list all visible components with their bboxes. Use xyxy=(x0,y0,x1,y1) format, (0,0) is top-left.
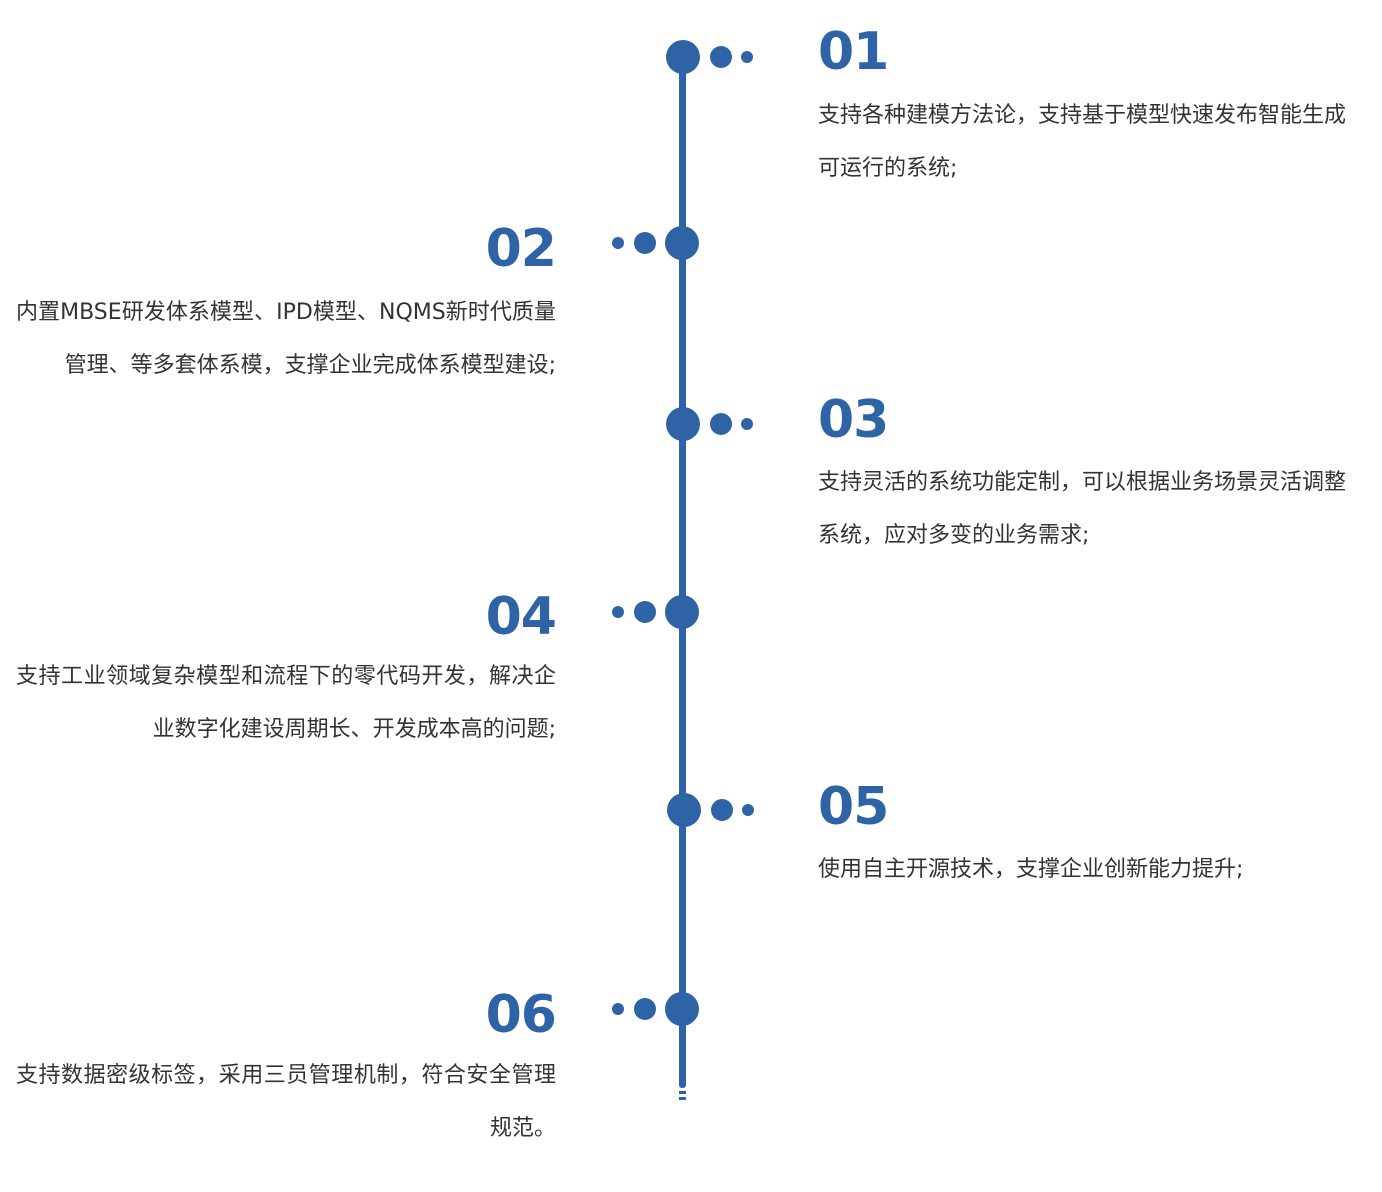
feature-item-06: 06 支持数据密级标签，采用三员管理机制，符合安全管理规范。 xyxy=(16,985,557,1155)
timeline-node-dot-large xyxy=(665,595,699,629)
timeline-node-dot-small xyxy=(612,1003,624,1015)
feature-item-04: 04 支持工业领域复杂模型和流程下的零代码开发，解决企业数字化建设周期长、开发成… xyxy=(16,587,557,756)
feature-number: 06 xyxy=(485,985,557,1045)
timeline-tail-dash xyxy=(679,1091,686,1094)
timeline-node-dot-large xyxy=(666,40,700,74)
feature-description: 支持数据密级标签，采用三员管理机制，符合安全管理规范。 xyxy=(16,1063,556,1141)
timeline-node-dot-large xyxy=(665,226,699,260)
timeline-node-dot-medium xyxy=(710,46,732,68)
timeline-node-dot-large xyxy=(665,992,699,1026)
feature-number: 03 xyxy=(818,390,889,450)
feature-item-01: 01 支持各种建模方法论，支持基于模型快速发布智能生成可运行的系统; xyxy=(818,22,1358,195)
feature-number: 01 xyxy=(818,22,889,82)
feature-description: 内置MBSE研发体系模型、IPD模型、NQMS新时代质量管理、等多套体系模，支撑… xyxy=(16,300,556,378)
timeline-node-dot-medium xyxy=(634,601,656,623)
feature-description: 支持灵活的系统功能定制，可以根据业务场景灵活调整系统，应对多变的业务需求; xyxy=(818,470,1347,548)
feature-item-05: 05 使用自主开源技术，支撑企业创新能力提升; xyxy=(818,777,1358,896)
timeline-node-dot-medium xyxy=(711,799,733,821)
feature-description: 支持工业领域复杂模型和流程下的零代码开发，解决企业数字化建设周期长、开发成本高的… xyxy=(16,664,556,742)
timeline-node-dot-small xyxy=(612,606,624,618)
feature-description: 支持各种建模方法论，支持基于模型快速发布智能生成可运行的系统; xyxy=(818,103,1347,181)
timeline-line xyxy=(679,56,686,1088)
feature-item-03: 03 支持灵活的系统功能定制，可以根据业务场景灵活调整系统，应对多变的业务需求; xyxy=(818,390,1358,562)
feature-number: 04 xyxy=(485,587,557,647)
timeline-node-dot-small xyxy=(741,418,753,430)
timeline-node-dot-small xyxy=(612,237,624,249)
timeline-node-dot-large xyxy=(666,407,700,441)
feature-description: 使用自主开源技术，支撑企业创新能力提升; xyxy=(818,857,1244,882)
timeline-node-dot-medium xyxy=(710,413,732,435)
timeline-node-dot-small xyxy=(741,51,753,63)
feature-number: 02 xyxy=(485,219,557,279)
timeline-node-dot-large xyxy=(667,793,701,827)
timeline-node-dot-medium xyxy=(634,998,656,1020)
timeline-node-dot-medium xyxy=(634,232,656,254)
feature-number: 05 xyxy=(818,777,889,837)
feature-item-02: 02 内置MBSE研发体系模型、IPD模型、NQMS新时代质量管理、等多套体系模… xyxy=(16,219,557,392)
timeline-tail-dash xyxy=(679,1097,686,1100)
timeline-node-dot-small xyxy=(742,804,754,816)
